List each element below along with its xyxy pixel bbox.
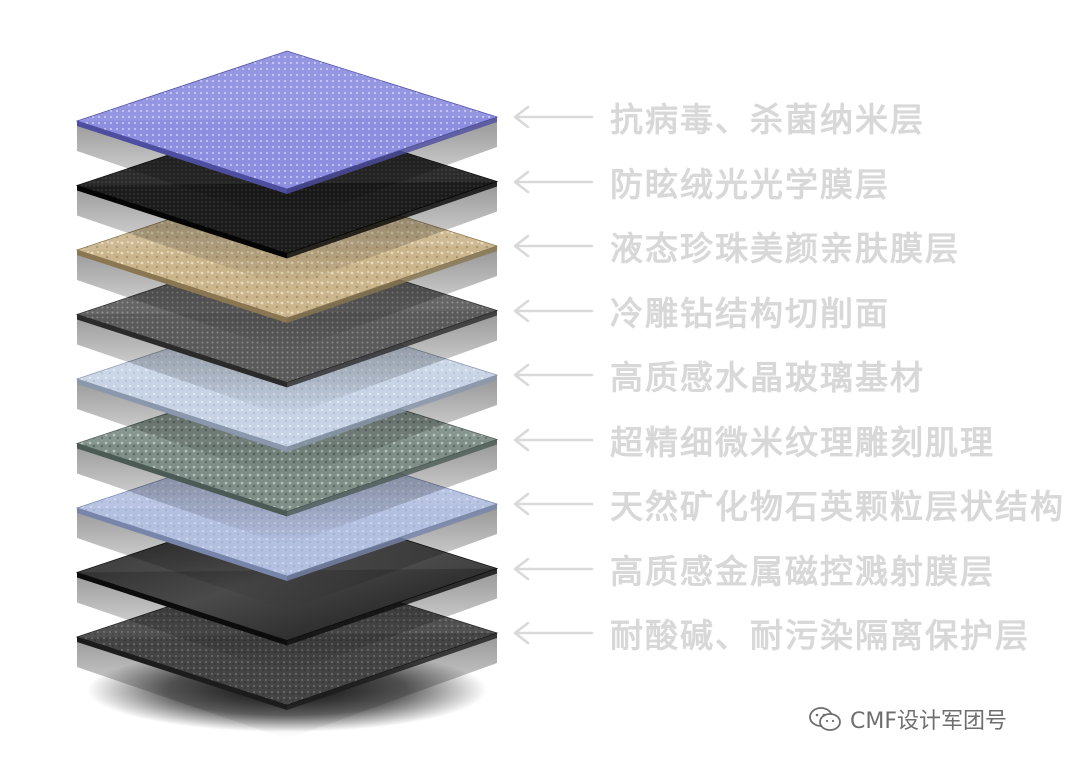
layer-label: 高质感水晶玻璃基材 [610,358,925,397]
layer-label-row: 高质感水晶玻璃基材 [512,351,925,399]
layer-label-row: 天然矿化物石英颗粒层状结构 [512,480,1065,528]
layer-shadow [77,568,497,675]
layer-edge-left [77,443,287,517]
layer-shadow [77,181,497,288]
layer-edge-right [287,375,497,452]
layer-shadow [77,504,497,610]
layer-label-row: 液态珍珠美颜亲肤膜层 [512,222,960,270]
layer-shadow [77,246,497,352]
left-arrow-icon [513,299,594,323]
layer-edge-right [287,117,497,194]
layer-edge-right [287,504,497,581]
layer-shadow [77,310,497,417]
left-arrow-icon [513,170,594,194]
layer-label: 防眩绒光光学膜层 [610,165,890,204]
left-arrow-icon [513,363,594,387]
layer-edge-right [287,439,497,517]
layer-label: 天然矿化物石英颗粒层状结构 [610,487,1065,526]
layer-label-row: 耐酸碱、耐污染隔离保护层 [512,609,1030,657]
layer-edge-right [287,310,497,388]
layer-edge-right [287,633,497,710]
layer-label-row: 冷雕钻结构切削面 [512,287,890,335]
layer-edge-left [77,508,287,581]
layer-edge-left [77,379,287,452]
left-arrow-icon [513,105,594,129]
left-arrow-icon [513,428,594,452]
layer-edge-left [77,121,287,194]
layer-label-row: 高质感金属磁控溅射膜层 [512,545,995,593]
layer-sheen [77,51,497,121]
layer-shadow [77,633,497,739]
layer-label: 高质感金属磁控溅射膜层 [610,552,995,591]
watermark: CMF设计军团号 [808,703,1007,735]
wechat-icon [809,707,841,731]
layer-label: 超精细微米纹理雕刻肌理 [610,423,995,462]
left-arrow-icon [513,557,594,581]
layer-shadow [77,117,497,223]
layer-edge-right [287,568,497,646]
left-arrow-icon [513,492,594,516]
left-arrow-icon [513,234,594,258]
layer-edge-left [77,572,287,646]
layer-edge-left [77,250,287,323]
watermark-text: CMF设计军团号 [850,709,1007,734]
layer-label: 抗病毒、杀菌纳米层 [610,100,925,139]
layer-label-row: 超精细微米纹理雕刻肌理 [512,416,995,464]
layer-sheet-1 [75,50,499,223]
layer-edge-left [77,314,287,388]
layer-shadow [77,375,497,481]
layer-edge-left [77,637,287,710]
layer-edge-left [77,185,287,259]
layer-edge-right [287,181,497,259]
layer-edge-right [287,246,497,323]
layer-surface [75,50,499,190]
layer-label: 耐酸碱、耐污染隔离保护层 [610,616,1030,655]
layer-label: 液态珍珠美颜亲肤膜层 [610,229,960,268]
layer-label-row: 抗病毒、杀菌纳米层 [512,93,925,141]
left-arrow-icon [513,621,594,645]
layer-shadow [77,439,497,546]
layer-label-row: 防眩绒光光学膜层 [512,158,890,206]
layer-label: 冷雕钻结构切削面 [610,294,890,333]
